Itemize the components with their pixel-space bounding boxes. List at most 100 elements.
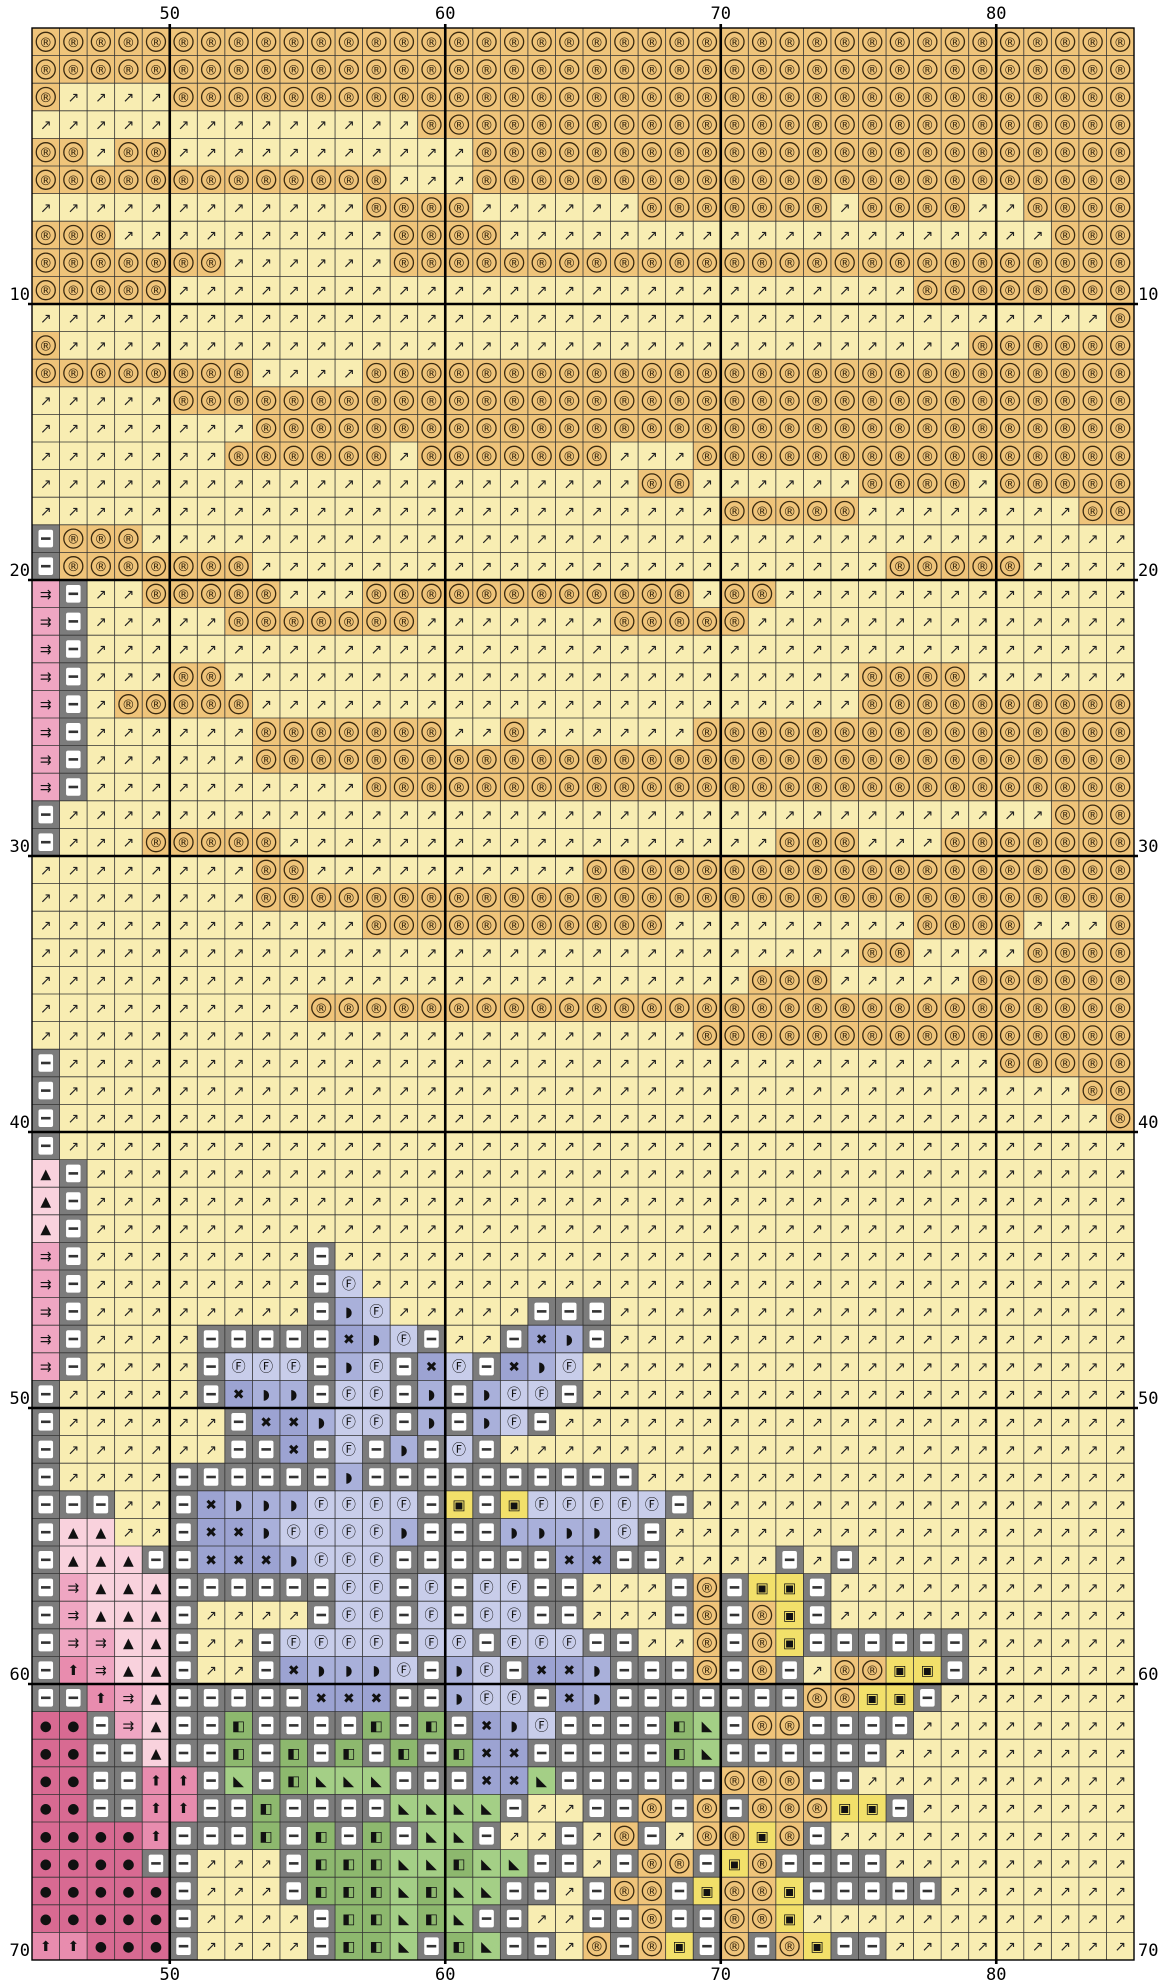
stitch-cell: ↗ [500,690,528,718]
stitch-cell: ↗ [142,608,170,636]
stitch-cell: Ⓕ [335,1408,363,1436]
svg-text:®: ® [1114,146,1127,161]
stitch-cell: ↗ [886,1049,914,1077]
stitch-cell: ↗ [390,1215,418,1243]
stitch-cell: ↗ [252,111,280,139]
stitch-cell: ® [1079,111,1107,139]
stitch-cell: ↗ [969,1242,997,1270]
svg-text:↗: ↗ [949,338,961,354]
stitch-cell: ↗ [252,552,280,580]
stitch-cell: ® [390,387,418,415]
stitch-cell: ↗ [611,1574,639,1602]
stitch-cell: ® [555,773,583,801]
stitch-cell: ↗ [693,690,721,718]
stitch-cell: ↗ [335,966,363,994]
svg-text:®: ® [728,450,741,465]
stitch-cell: ® [335,994,363,1022]
svg-text:®: ® [921,450,934,465]
stitch-cell: ↗ [803,1656,831,1684]
stitch-cell [60,690,88,718]
stitch-cell: ↗ [170,1242,198,1270]
stitch-cell: ◧ [308,1822,336,1850]
stitch-cell: ® [115,28,143,56]
svg-text:↗: ↗ [205,338,217,354]
stitch-cell: ® [555,56,583,84]
svg-text:↗: ↗ [977,476,989,492]
stitch-cell: ® [445,387,473,415]
stitch-cell: ◗ [225,1491,253,1519]
stitch-cell: ↗ [803,1546,831,1574]
stitch-cell: ® [225,56,253,84]
stitch-cell: ↗ [225,414,253,442]
stitch-cell: ® [748,966,776,994]
stitch-cell: ↗ [914,1767,942,1795]
stitch-cell [280,1325,308,1353]
svg-text:®: ® [1059,422,1072,437]
stitch-cell: ↗ [500,497,528,525]
stitch-cell: ↗ [60,856,88,884]
stitch-cell: ↗ [115,635,143,663]
stitch-cell: ↗ [638,1629,666,1657]
svg-text:↗: ↗ [426,532,438,548]
stitch-cell: ↗ [115,1491,143,1519]
stitch-cell: ® [528,28,556,56]
stitch-cell: ® [1079,276,1107,304]
svg-text:®: ® [1114,367,1127,382]
stitch-cell: ® [611,773,639,801]
stitch-cell: ↗ [142,1242,170,1270]
stitch-cell: ↗ [197,1905,225,1933]
svg-text:↗: ↗ [95,476,107,492]
svg-text:↗: ↗ [40,394,52,410]
stitch-cell: ↗ [831,276,859,304]
stitch-cell: ↗ [886,1380,914,1408]
stitch-cell: ® [748,83,776,111]
svg-text:®: ® [397,395,410,410]
stitch-cell: ↗ [418,1160,446,1188]
svg-text:®: ® [94,533,107,548]
stitch-cell [60,718,88,746]
stitch-cell: ® [611,387,639,415]
svg-text:↗: ↗ [977,228,989,244]
stitch-cell: ® [1024,470,1052,498]
stitch-cell [473,1822,501,1850]
svg-text:®: ® [535,174,548,189]
stitch-cell: ® [611,83,639,111]
stitch-cell: ↗ [142,111,170,139]
stitch-cell [445,1767,473,1795]
stitch-cell: ↗ [914,1850,942,1878]
stitch-cell: ® [335,83,363,111]
stitch-cell: ® [252,718,280,746]
stitch-cell [225,1794,253,1822]
stitch-cell: ® [886,414,914,442]
stitch-cell: ↗ [831,580,859,608]
stitch-cell: ® [1051,359,1079,387]
svg-text:®: ® [893,36,906,51]
left-row-label: 60 [10,1665,30,1685]
stitch-cell: ↗ [969,663,997,691]
stitch-cell: ® [859,994,887,1022]
svg-text:↗: ↗ [646,559,658,575]
stitch-cell: ↗ [197,911,225,939]
stitch-cell: ® [1024,718,1052,746]
stitch-cell [197,1574,225,1602]
stitch-cell: ⇉ [87,1656,115,1684]
stitch-cell: ® [1024,939,1052,967]
stitch-cell: ↗ [115,939,143,967]
stitch-cell: ↗ [418,470,446,498]
stitch-cell: ® [142,166,170,194]
stitch-cell: ® [638,166,666,194]
stitch-cell: ↗ [142,1436,170,1464]
stitch-cell: ® [721,497,749,525]
stitch-cell: ↗ [528,221,556,249]
stitch-cell: ® [776,884,804,912]
stitch-cell: ® [831,138,859,166]
stitch-cell: ↗ [170,966,198,994]
stitch-cell [638,1712,666,1740]
svg-text:↗: ↗ [67,118,79,134]
svg-text:®: ® [453,229,466,244]
svg-text:®: ® [67,229,80,244]
stitch-cell: Ⓕ [418,1601,446,1629]
stitch-cell: ® [225,83,253,111]
stitch-cell: Ⓕ [583,1491,611,1519]
svg-text:↗: ↗ [591,532,603,548]
